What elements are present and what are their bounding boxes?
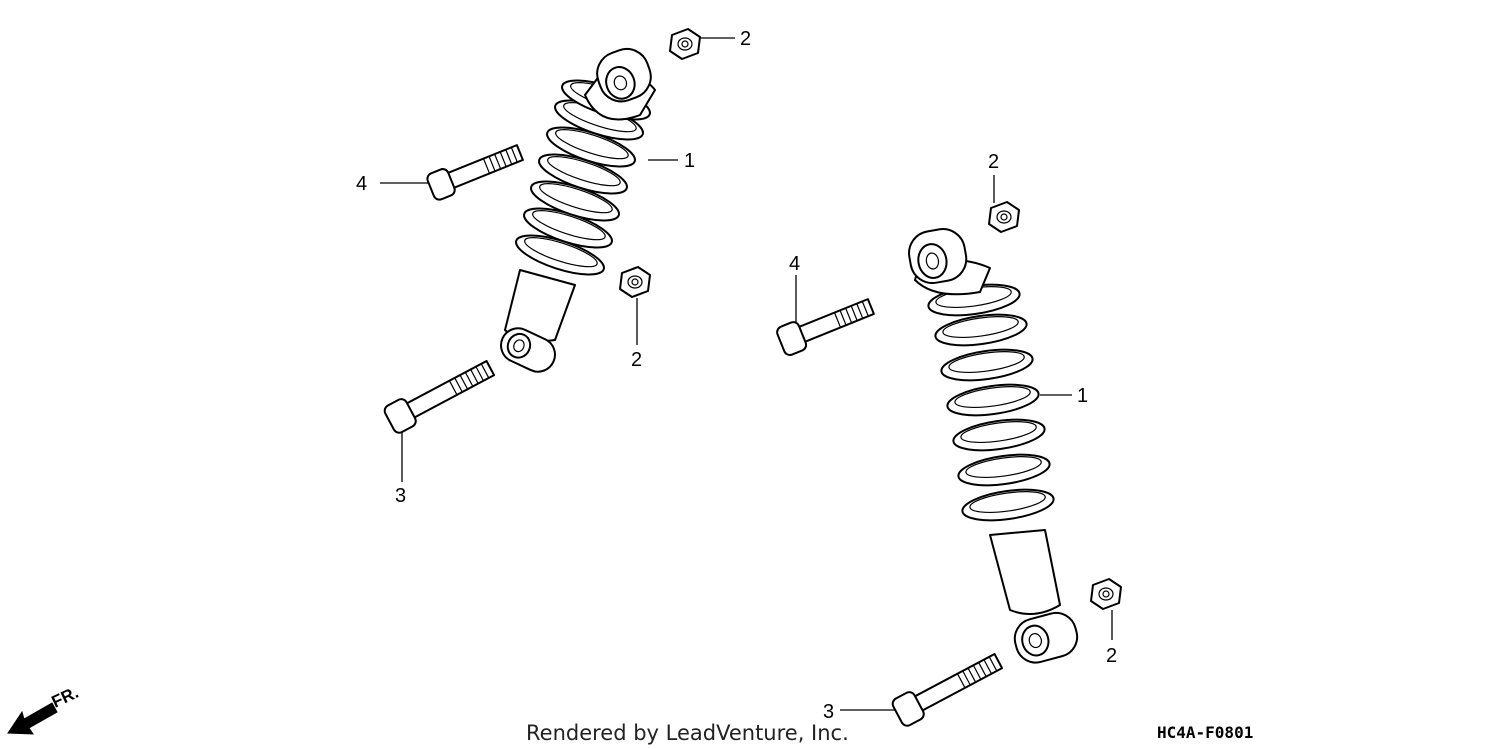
callout-nut-top-left: 2 — [740, 28, 751, 50]
callout-bolt-upper-left: 4 — [356, 173, 367, 195]
callout-left-shock: 1 — [684, 150, 695, 172]
bolt-upper-left — [426, 144, 524, 201]
footer-rendered-by: Rendered by LeadVenture, Inc. — [526, 721, 849, 745]
callout-bolt-lower-left: 3 — [395, 485, 406, 507]
callout-bolt-upper-right: 4 — [789, 253, 800, 275]
bolt-upper-right — [776, 298, 875, 356]
front-direction-arrow-icon — [7, 702, 58, 735]
callout-nut-bottom-right: 2 — [1106, 645, 1117, 667]
bolt-lower-left — [383, 359, 496, 434]
callout-nut-mid-left: 2 — [631, 349, 642, 371]
nut-bottom-right — [1090, 578, 1122, 610]
nut-top-left — [669, 28, 701, 60]
bolt-lower-right — [891, 652, 1004, 727]
leader-lines — [380, 37, 1113, 711]
diagram-code: HC4A-F0801 — [1157, 723, 1253, 742]
nut-top-right — [988, 201, 1020, 233]
nut-mid-left — [619, 266, 651, 298]
right-shock-absorber — [908, 228, 1079, 664]
callout-bolt-lower-right: 3 — [823, 701, 834, 723]
callout-nut-top-right: 2 — [988, 151, 999, 173]
callout-right-shock: 1 — [1077, 385, 1088, 407]
left-shock-absorber — [500, 47, 656, 373]
